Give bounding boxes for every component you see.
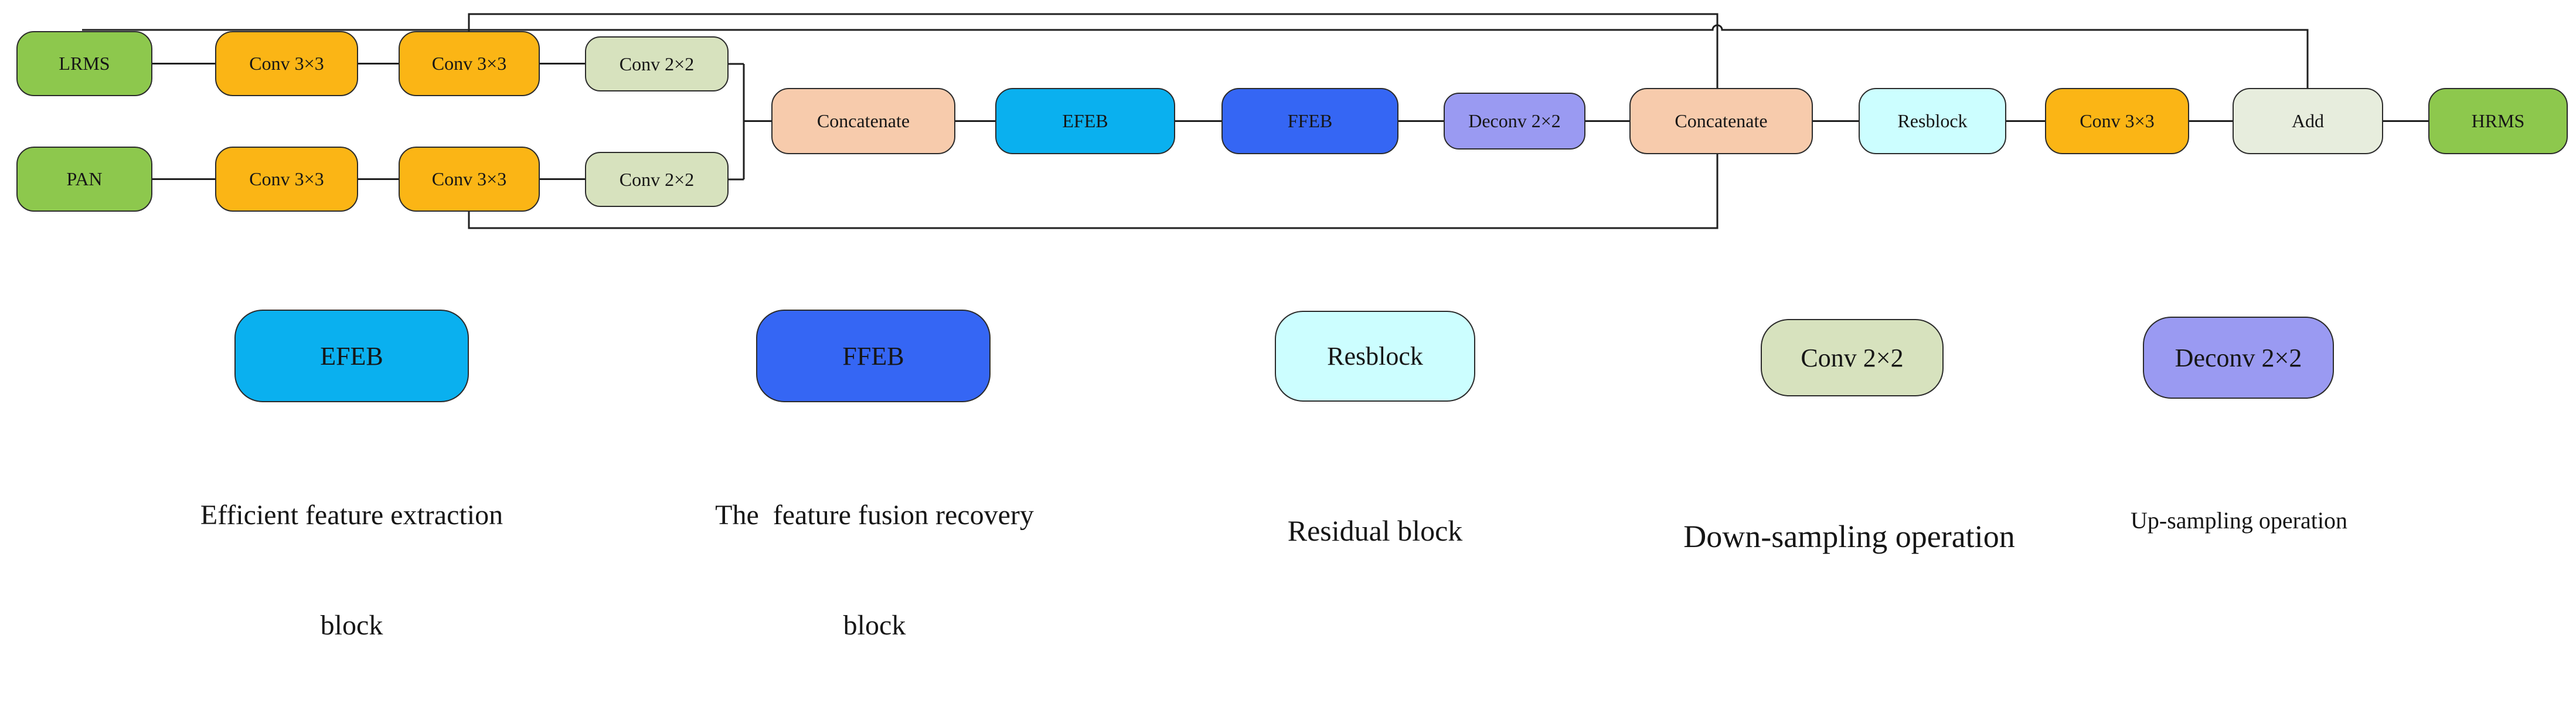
node-concatenate-1: Concatenate (771, 88, 955, 154)
connector-lines (82, 13, 2428, 229)
legend-caption-ffeb-line1: The feature fusion recovery (715, 500, 1034, 531)
legend-swatch-efeb: EFEB (234, 310, 469, 402)
legend-caption-efeb: Efficient feature extraction block (59, 428, 645, 713)
legend-caption-deconv2x2-line1: Up-sampling operation (2131, 507, 2347, 534)
node-lrms: LRMS (16, 31, 152, 96)
node-pan: PAN (16, 147, 152, 212)
legend-swatch-conv2x2: Conv 2×2 (1761, 319, 1944, 396)
legend-swatch-resblock: Resblock (1275, 311, 1475, 402)
node-ffeb: FFEB (1221, 88, 1398, 154)
legend-swatch-deconv2x2: Deconv 2×2 (2143, 317, 2334, 399)
node-hrms: HRMS (2428, 88, 2568, 154)
legend-caption-deconv2x2: Up-sampling operation (1946, 443, 2532, 599)
node-conv3x3-lrms-2: Conv 3×3 (399, 31, 540, 96)
architecture-diagram: LRMS Conv 3×3 Conv 3×3 Conv 2×2 PAN Conv… (16, 13, 2568, 641)
node-conv3x3-out: Conv 3×3 (2045, 88, 2189, 154)
node-concatenate-2: Concatenate (1629, 88, 1813, 154)
legend-caption-ffeb: The feature fusion recovery block (581, 428, 1168, 713)
skip-conv33pan-to-concatenate2 (468, 154, 1719, 229)
node-conv3x3-lrms-1: Conv 3×3 (215, 31, 358, 96)
legend-caption-ffeb-line2: block (843, 610, 906, 641)
node-efeb: EFEB (995, 88, 1175, 154)
skip-lrms-to-add (82, 24, 2309, 88)
node-conv2x2-pan: Conv 2×2 (585, 152, 729, 207)
node-resblock: Resblock (1859, 88, 2006, 154)
skip-conv33lrms-to-concatenate2 (468, 13, 1719, 88)
node-deconv2x2: Deconv 2×2 (1444, 93, 1585, 150)
legend-caption-efeb-line2: block (320, 610, 383, 641)
node-conv3x3-pan-1: Conv 3×3 (215, 147, 358, 212)
legend-swatch-ffeb: FFEB (756, 310, 991, 402)
legend-caption-efeb-line1: Efficient feature extraction (200, 500, 503, 531)
node-add: Add (2233, 88, 2383, 154)
node-conv3x3-pan-2: Conv 3×3 (399, 147, 540, 212)
node-conv2x2-lrms: Conv 2×2 (585, 36, 729, 91)
